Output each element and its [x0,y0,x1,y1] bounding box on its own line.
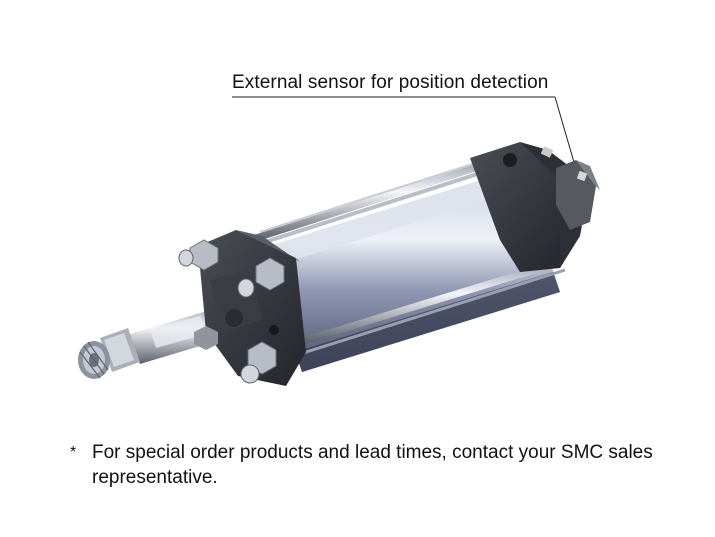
tie-rods-back [246,151,511,244]
footnote: * For special order products and lead ti… [70,440,670,490]
rod-end [78,328,140,379]
footnote-mark: * [70,444,77,461]
external-sensor [540,146,600,230]
cylinder-barrel [262,168,560,372]
tie-rod-nuts [178,239,285,384]
tie-rods-front [239,168,566,356]
sensor-callout-label: External sensor for position detection [232,72,549,93]
footnote-text: For special order products and lead time… [92,442,653,488]
